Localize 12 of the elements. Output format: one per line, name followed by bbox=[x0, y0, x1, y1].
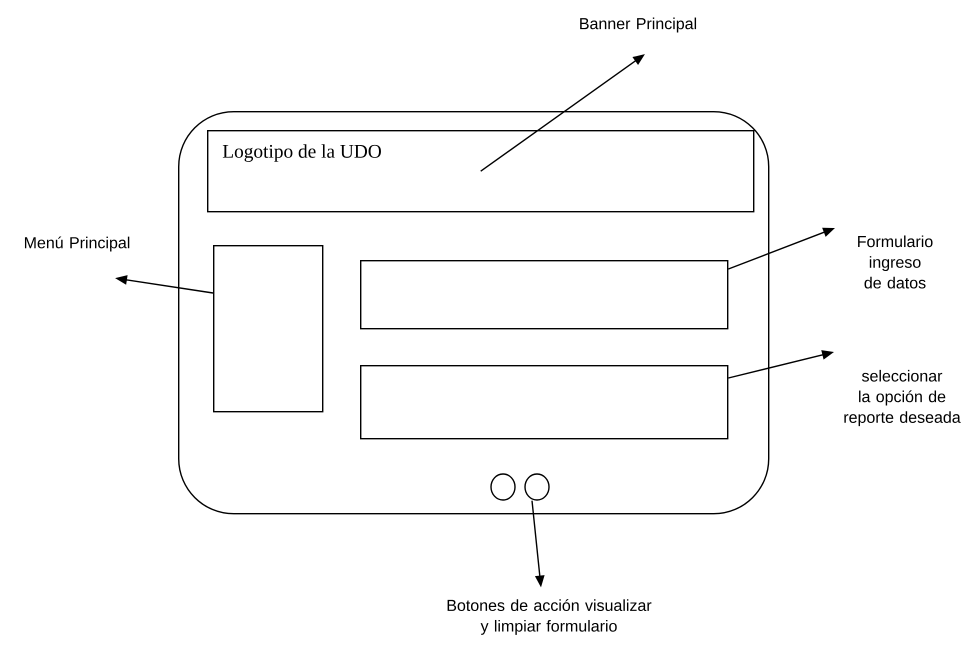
round-button bbox=[490, 473, 516, 501]
round-button bbox=[524, 473, 550, 501]
callout-label: Botones de acción visualizar y limpiar formulario bbox=[448, 599, 652, 635]
form-box bbox=[360, 260, 728, 330]
menu-box bbox=[213, 245, 324, 412]
callout-label: Formulario ingreso de datos bbox=[858, 235, 933, 289]
callout-label: seleccionar la opción de reporte deseada bbox=[844, 370, 961, 426]
callout-label: Menú Principal bbox=[24, 236, 130, 252]
report-box bbox=[360, 365, 728, 440]
callout-label: Banner Principal bbox=[580, 18, 696, 32]
banner-box: Logotipo de la UDO bbox=[207, 130, 754, 212]
screen-frame bbox=[178, 111, 770, 514]
